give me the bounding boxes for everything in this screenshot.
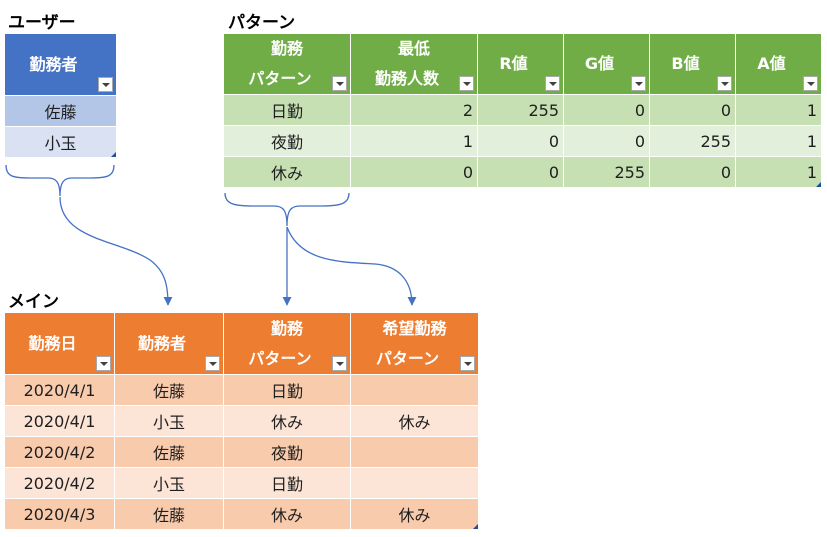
pattern-header-r: R値 xyxy=(477,33,564,95)
main-cell[interactable]: 佐藤 xyxy=(114,374,224,406)
table-resize-handle-icon[interactable] xyxy=(816,182,821,187)
main-cell[interactable]: 佐藤 xyxy=(114,436,224,468)
main-header-shift-pattern: 勤務 パターン xyxy=(223,312,351,375)
main-cell[interactable]: 2020/4/2 xyxy=(4,467,115,499)
pattern-cell[interactable]: 0 xyxy=(477,156,564,188)
main-header-date: 勤務日 xyxy=(4,312,115,375)
header-line: パターン xyxy=(248,69,312,88)
main-cell[interactable]: 佐藤 xyxy=(114,498,224,530)
main-cell[interactable] xyxy=(350,374,479,406)
pattern-table: 勤務 パターン 最低 勤務人数 R値 G値 B値 A値 xyxy=(223,33,822,188)
filter-dropdown-icon[interactable] xyxy=(332,76,347,91)
user-header-label: 勤務者 xyxy=(29,55,78,74)
filter-dropdown-icon[interactable] xyxy=(459,76,474,91)
pattern-header-a: A値 xyxy=(735,33,822,95)
pattern-cell[interactable]: 255 xyxy=(649,125,736,157)
pattern-cell[interactable]: 1 xyxy=(735,156,822,188)
table-resize-handle-icon[interactable] xyxy=(111,152,116,157)
pattern-header-g: G値 xyxy=(563,33,650,95)
pattern-cell[interactable]: 0 xyxy=(563,94,650,126)
filter-dropdown-icon[interactable] xyxy=(631,76,646,91)
pattern-cell[interactable]: 日勤 xyxy=(223,94,351,126)
header-line: パターン xyxy=(375,348,440,368)
main-cell[interactable] xyxy=(350,467,479,499)
header-line: 勤務 xyxy=(270,318,303,338)
header-line: 希望勤務 xyxy=(382,318,447,338)
main-cell[interactable]: 休み xyxy=(223,405,351,437)
main-cell[interactable]: 2020/4/3 xyxy=(4,498,115,530)
main-cell[interactable]: 休み xyxy=(350,498,479,530)
header-line: A値 xyxy=(757,54,786,73)
header-line: 勤務 xyxy=(270,39,303,58)
pattern-cell[interactable]: 255 xyxy=(477,94,564,126)
header-line: 勤務日 xyxy=(28,334,77,353)
main-cell[interactable] xyxy=(350,436,479,468)
main-cell[interactable]: 休み xyxy=(223,498,351,530)
pattern-cell[interactable]: 0 xyxy=(477,125,564,157)
pattern-cell[interactable]: 2 xyxy=(350,94,478,126)
pattern-cell[interactable]: 0 xyxy=(649,156,736,188)
pattern-cell[interactable]: 休み xyxy=(223,156,351,188)
pattern-cell-text: 1 xyxy=(806,162,817,182)
main-cell[interactable]: 休み xyxy=(350,405,479,437)
pattern-cell[interactable]: 0 xyxy=(350,156,478,188)
filter-dropdown-icon[interactable] xyxy=(545,76,560,91)
pattern-header-b: B値 xyxy=(649,33,736,95)
main-cell[interactable]: 夜勤 xyxy=(223,436,351,468)
user-cell[interactable]: 小玉 xyxy=(4,126,117,158)
user-section-title: ユーザー xyxy=(8,13,76,33)
main-header-requested-pattern: 希望勤務 パターン xyxy=(350,312,479,375)
pattern-cell[interactable]: 1 xyxy=(350,125,478,157)
filter-dropdown-icon[interactable] xyxy=(717,76,732,91)
pattern-section-title: パターン xyxy=(228,13,296,33)
pattern-cell[interactable]: 1 xyxy=(735,94,822,126)
arrow-pattern-to-requested xyxy=(286,226,417,306)
user-cell-text: 小玉 xyxy=(44,134,77,153)
arrow-user-to-worker xyxy=(59,196,173,306)
filter-dropdown-icon[interactable] xyxy=(803,76,818,91)
header-line: 勤務者 xyxy=(137,334,186,353)
main-cell[interactable]: 2020/4/2 xyxy=(4,436,115,468)
user-brace xyxy=(5,164,115,197)
filter-dropdown-icon[interactable] xyxy=(205,356,220,371)
main-cell[interactable]: 日勤 xyxy=(223,467,351,499)
main-cell[interactable]: 日勤 xyxy=(223,374,351,406)
header-line: R値 xyxy=(499,54,528,73)
header-line: パターン xyxy=(248,348,312,368)
pattern-brace xyxy=(224,192,350,227)
pattern-cell[interactable]: 255 xyxy=(563,156,650,188)
pattern-header-shift-pattern: 勤務 パターン xyxy=(223,33,351,95)
pattern-header-min-staff: 最低 勤務人数 xyxy=(350,33,478,95)
main-cell[interactable]: 小玉 xyxy=(114,467,224,499)
main-cell[interactable]: 2020/4/1 xyxy=(4,374,115,406)
header-line: 最低 xyxy=(397,39,430,58)
main-cell[interactable]: 小玉 xyxy=(114,405,224,437)
pattern-cell[interactable]: 夜勤 xyxy=(223,125,351,157)
pattern-cell[interactable]: 0 xyxy=(563,125,650,157)
user-cell[interactable]: 佐藤 xyxy=(4,95,117,127)
header-line: B値 xyxy=(671,54,700,73)
main-cell[interactable]: 2020/4/1 xyxy=(4,405,115,437)
filter-dropdown-icon[interactable] xyxy=(96,356,111,371)
header-line: 勤務人数 xyxy=(374,69,439,88)
pattern-cell[interactable]: 0 xyxy=(649,94,736,126)
filter-dropdown-icon[interactable] xyxy=(332,356,347,371)
filter-dropdown-icon[interactable] xyxy=(98,77,113,92)
pattern-cell[interactable]: 1 xyxy=(735,125,822,157)
main-cell-text: 休み xyxy=(398,506,431,525)
table-resize-handle-icon[interactable] xyxy=(473,524,478,529)
user-header-cell: 勤務者 xyxy=(4,33,117,96)
main-table: 勤務日 勤務者 勤務 パターン 希望勤務 パターン 2020/4/1 佐藤 日勤 xyxy=(4,312,479,530)
main-header-worker: 勤務者 xyxy=(114,312,224,375)
user-table: 勤務者 佐藤 小玉 xyxy=(4,33,117,158)
main-section-title: メイン xyxy=(8,292,59,312)
header-line: G値 xyxy=(584,54,615,73)
filter-dropdown-icon[interactable] xyxy=(460,356,475,371)
